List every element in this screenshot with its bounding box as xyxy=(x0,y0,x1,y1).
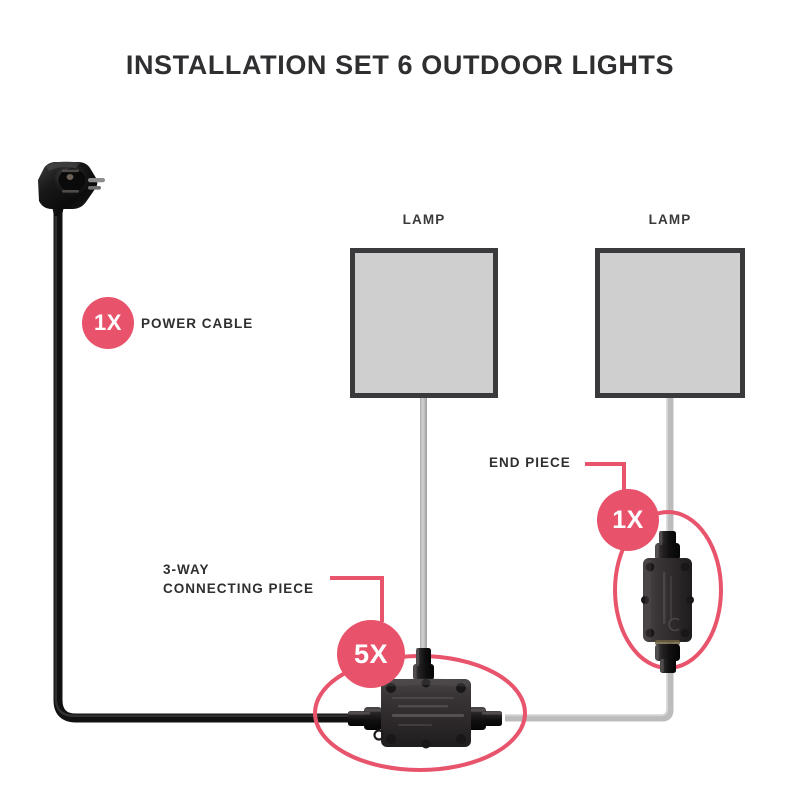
gland-right xyxy=(468,707,502,730)
power-cable-highlight xyxy=(54,208,371,717)
three-way-junction-box xyxy=(348,648,502,749)
schuko-power-plug xyxy=(38,161,105,216)
gland-top xyxy=(413,648,434,680)
three-way-leader-line xyxy=(330,576,384,622)
end-piece-connector xyxy=(641,531,694,673)
gland-left xyxy=(348,707,382,730)
lamp-panel-one xyxy=(350,248,498,398)
callout-label-three-way: 3-WAY CONNECTING PIECE xyxy=(163,562,315,596)
end-piece-leader-line xyxy=(585,462,626,492)
lamp-label-two: LAMP xyxy=(648,212,692,227)
callout-label-power-cable: POWER CABLE xyxy=(141,316,254,331)
quantity-badge-end-piece: 1X xyxy=(597,489,659,551)
junction-box-body xyxy=(381,679,471,747)
lamp-one-cable xyxy=(420,396,427,658)
end-gland-top xyxy=(655,531,680,560)
end-piece-body xyxy=(643,558,692,642)
end-piece-cable-highlight xyxy=(505,396,669,717)
power-cable-line xyxy=(53,207,377,723)
lamp-panel-two xyxy=(595,248,745,398)
quantity-badge-three-way: 5X xyxy=(337,620,405,688)
page-title: INSTALLATION SET 6 OUTDOOR LIGHTS xyxy=(125,50,675,80)
quantity-badge-power-cable: 1X xyxy=(82,297,134,349)
end-gland-bottom xyxy=(655,644,680,673)
end-piece-cable xyxy=(505,396,674,722)
lamp-label-one: LAMP xyxy=(402,212,446,227)
callout-label-end-piece: END PIECE xyxy=(489,455,571,470)
